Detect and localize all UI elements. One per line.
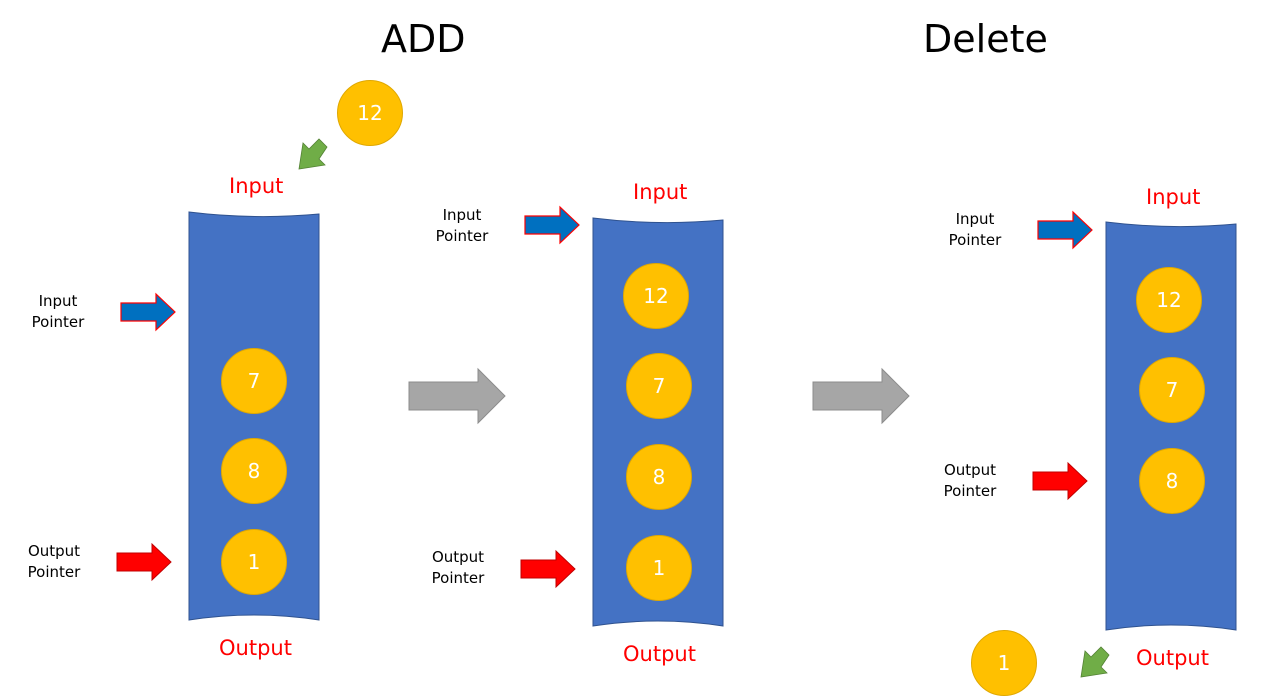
stage2-output-label: Output [623,642,696,666]
stage1-output-pointer-line2: Pointer [27,563,81,581]
transition-arrow-2 [812,367,910,425]
stage2-output-pointer-arrow [520,549,576,589]
stage2-item: 8 [626,444,692,510]
stage2-input-pointer-line1: Input [442,206,482,224]
stage2-input-pointer-arrow [524,205,580,245]
stage1-input-pointer-line2: Pointer [31,313,85,331]
stage1-output-pointer-label: Output Pointer [14,541,94,583]
stage1-input-label: Input [229,174,284,198]
stage3-item: 12 [1136,267,1202,333]
stage3-input-pointer-label: Input Pointer [937,209,1013,251]
stage2-output-pointer-line2: Pointer [431,569,485,587]
stage2-item: 1 [626,535,692,601]
transition-arrow-1 [408,367,506,425]
stage3-input-label: Input [1146,185,1201,209]
add-heading: ADD [381,17,466,61]
stage3-output-pointer-label: Output Pointer [930,460,1010,502]
stage2-queue-tube [592,217,724,627]
stage2-output-pointer-line1: Output [431,548,485,566]
stage1-item: 7 [221,348,287,414]
stage1-queue-tube [188,211,320,621]
stage1-incoming-arrow [298,138,328,170]
stage3-input-pointer-line2: Pointer [948,231,1002,249]
stage3-removed-arrow [1080,646,1110,678]
stage1-input-pointer-line1: Input [38,292,78,310]
stage2-output-pointer-label: Output Pointer [418,547,498,589]
stage3-item: 7 [1139,357,1205,423]
stage3-removed-item: 1 [971,630,1037,696]
stage1-output-label: Output [219,636,292,660]
stage2-item: 12 [623,263,689,329]
stage2-input-pointer-line2: Pointer [435,227,489,245]
stage3-output-pointer-line2: Pointer [943,482,997,500]
stage1-item: 1 [221,529,287,595]
stage1-incoming-item: 12 [337,80,403,146]
stage1-output-pointer-arrow [116,542,172,582]
stage2-input-pointer-label: Input Pointer [424,205,500,247]
stage2-input-label: Input [633,180,688,204]
stage3-output-pointer-line1: Output [943,461,997,479]
stage3-output-label: Output [1136,646,1209,670]
stage1-input-pointer-arrow [120,292,176,332]
stage3-input-pointer-arrow [1037,210,1093,250]
stage3-queue-tube [1105,221,1237,631]
stage3-output-pointer-arrow [1032,461,1088,501]
stage3-input-pointer-line1: Input [955,210,995,228]
stage1-input-pointer-label: Input Pointer [20,291,96,333]
stage2-item: 7 [626,353,692,419]
stage1-item: 8 [221,438,287,504]
delete-heading: Delete [923,17,1048,61]
stage3-item: 8 [1139,448,1205,514]
stage1-output-pointer-line1: Output [27,542,81,560]
